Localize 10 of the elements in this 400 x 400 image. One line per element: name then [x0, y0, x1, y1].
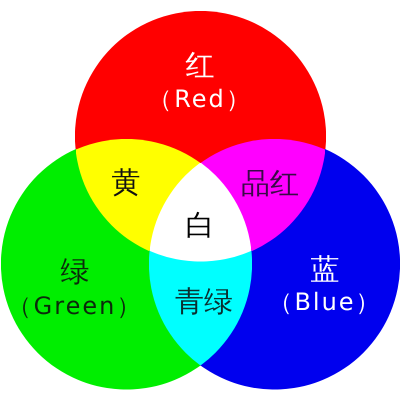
color-name: 蓝 [310, 254, 340, 286]
color-name: 黄 [112, 167, 140, 199]
color-name: 品红 [241, 168, 299, 200]
color-name: 红 [186, 50, 214, 82]
color-name: 绿 [60, 256, 90, 288]
english-name: （Green） [8, 292, 142, 320]
english-name: （Blue） [268, 288, 382, 316]
color-name: 白 [186, 210, 214, 242]
color-name: 青绿 [175, 286, 233, 318]
english-name: （Red） [148, 86, 252, 112]
